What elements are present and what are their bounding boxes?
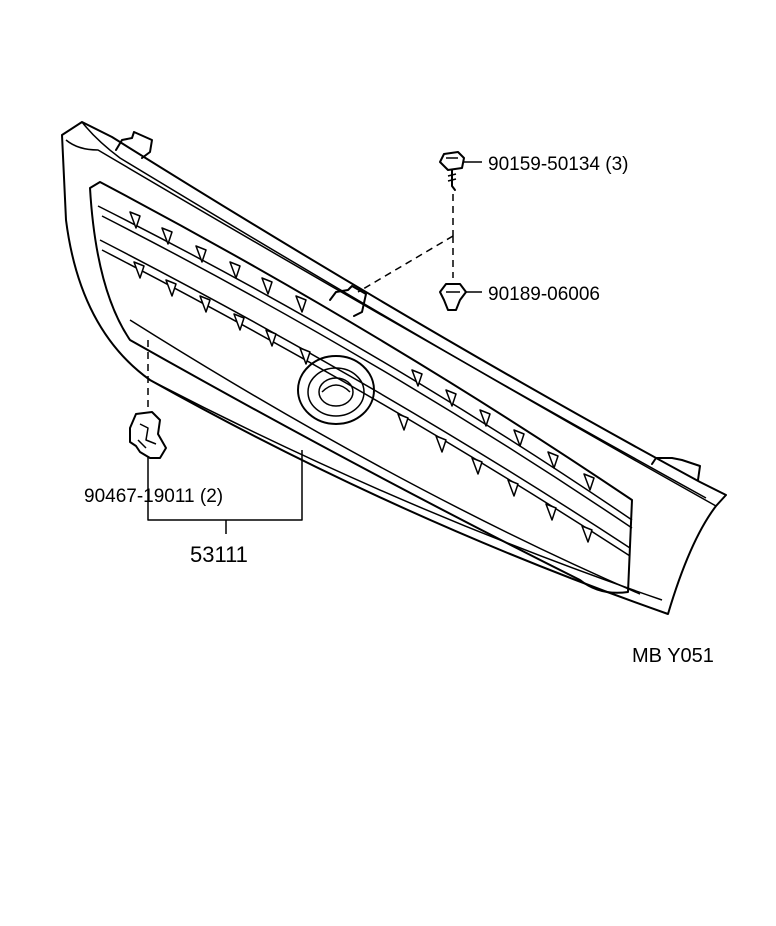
clip-icon (439, 283, 467, 311)
mount-tab-center (329, 285, 367, 317)
fins-upper-row (129, 211, 595, 491)
grille-assembly (61, 121, 727, 615)
callout-clip: 90189-06006 (488, 284, 600, 305)
callout-retainer: 90467-19011 (2) (84, 486, 223, 507)
screw-icon (439, 151, 465, 191)
figure-code: MB Y051 (632, 645, 714, 667)
fins-lower-row (133, 261, 593, 543)
mount-tab-left (115, 131, 153, 159)
callout-screw: 90159-50134 (3) (488, 154, 629, 175)
emblem (297, 355, 375, 425)
callout-assembly: 53111 (190, 542, 248, 567)
mount-tab-right (651, 457, 701, 481)
retainer-icon (129, 411, 167, 459)
